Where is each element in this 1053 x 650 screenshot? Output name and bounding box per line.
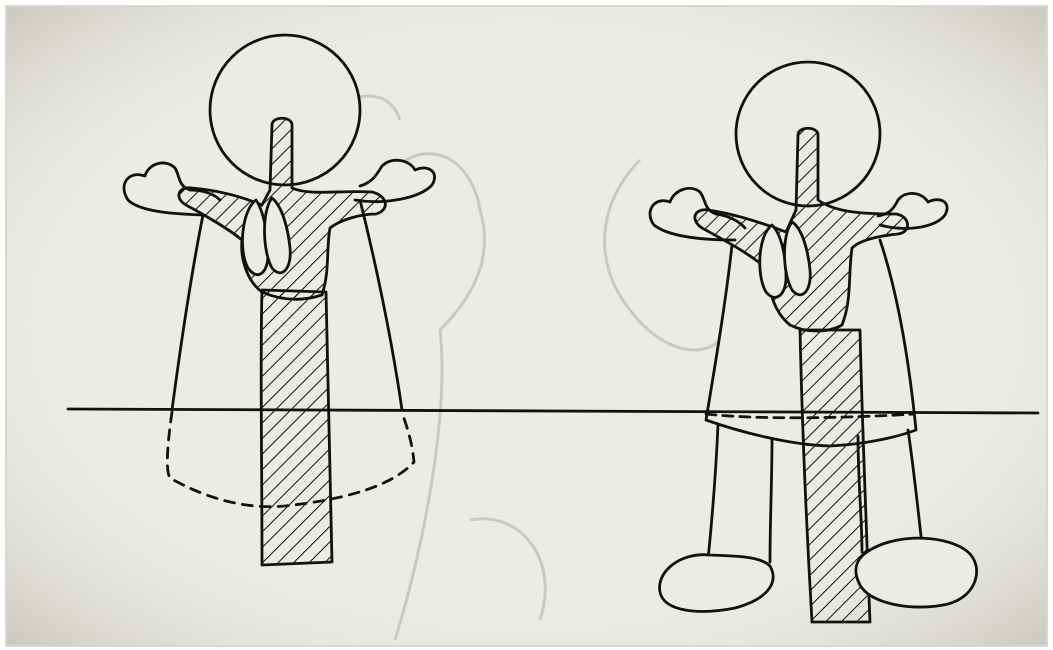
right-puppet-right-foot (856, 538, 977, 607)
left-puppet-arm-hatched (261, 290, 332, 565)
